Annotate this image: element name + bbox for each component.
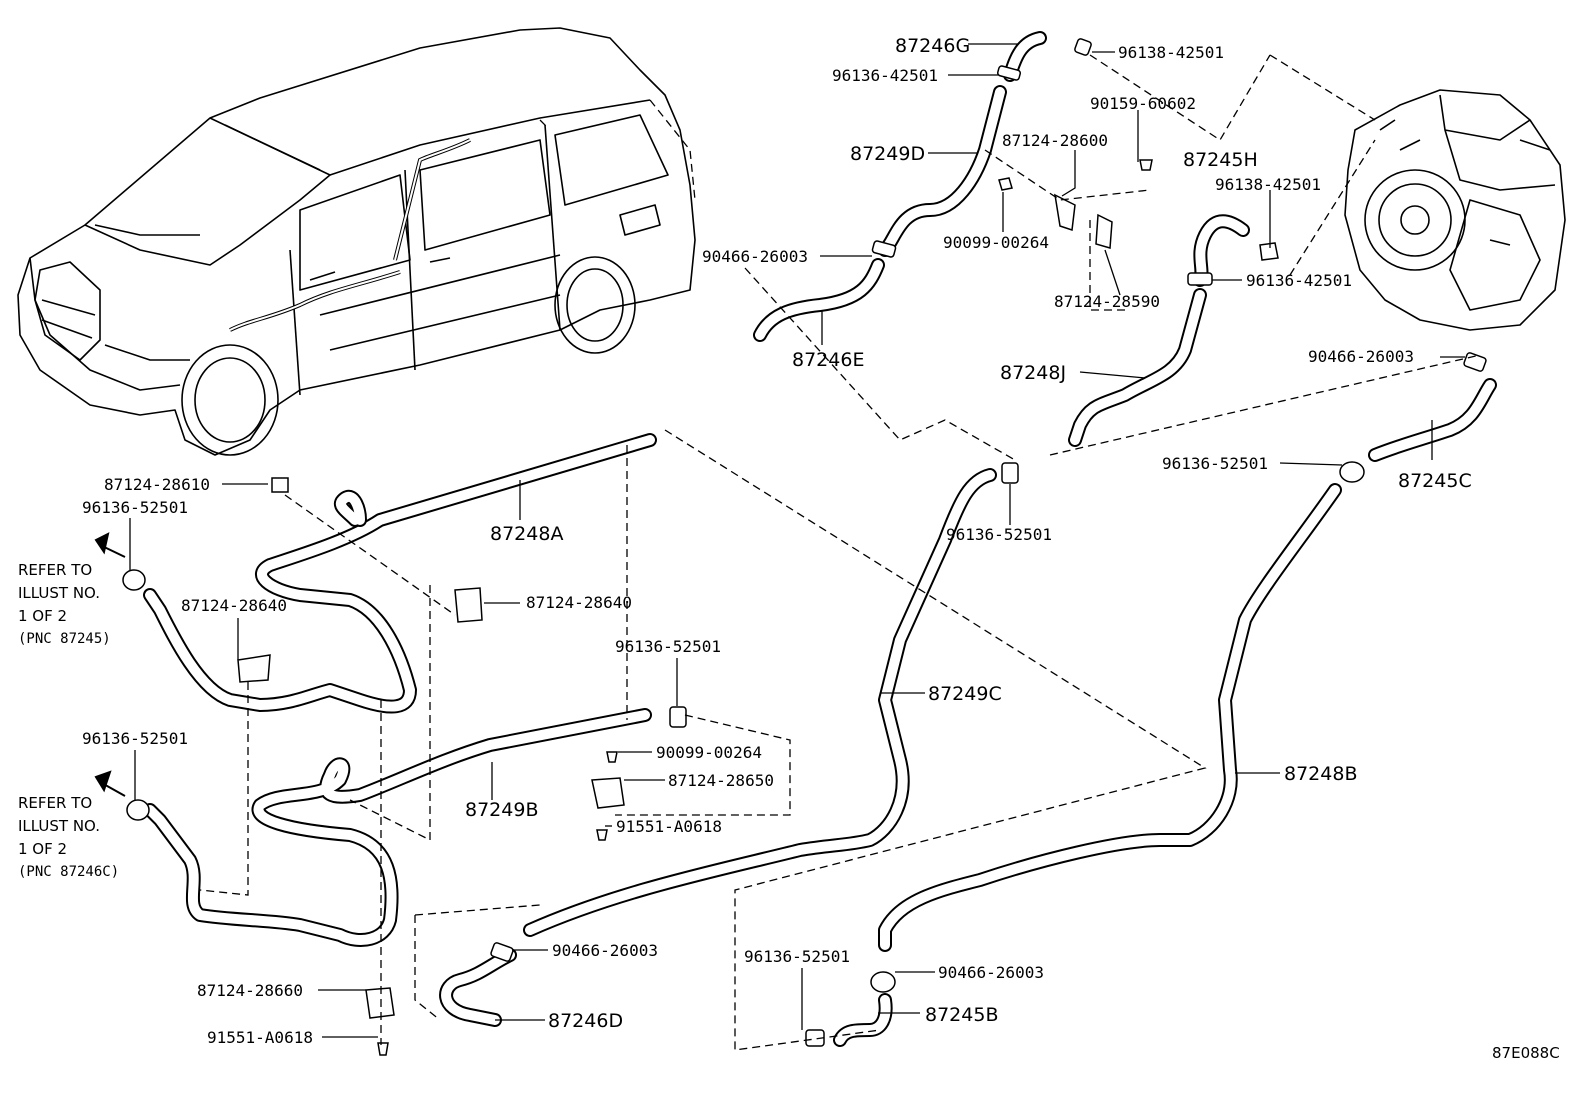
hose-87248J bbox=[1068, 288, 1207, 447]
label-87124-28590: 87124-28590 bbox=[1054, 292, 1160, 311]
clamp-96138-42501-a bbox=[1074, 38, 1092, 56]
label-96138-42501-a: 96138-42501 bbox=[1118, 43, 1224, 62]
bracket-87124-28640-a bbox=[237, 654, 271, 683]
bracket-87124-28600 bbox=[1054, 193, 1076, 232]
label-87245C: 87245C bbox=[1398, 470, 1472, 492]
bolt-90099-00264-b bbox=[606, 751, 618, 763]
label-87249B: 87249B bbox=[465, 799, 538, 821]
label-87124-28640-b: 87124-28640 bbox=[526, 593, 632, 612]
hose-87249D bbox=[878, 85, 1007, 257]
clamp-90466-26003-d bbox=[870, 971, 896, 993]
label-87124-28610: 87124-28610 bbox=[104, 475, 210, 494]
clamp-96136-52501-a bbox=[1339, 461, 1365, 483]
clamp-96136-42501-a bbox=[997, 65, 1021, 81]
label-96138-42501-b: 96138-42501 bbox=[1215, 175, 1321, 194]
label-87245H: 87245H bbox=[1183, 149, 1258, 171]
label-87249C: 87249C bbox=[928, 683, 1002, 705]
bolt-90159-60602 bbox=[1139, 159, 1153, 171]
hose-87249B bbox=[143, 708, 652, 947]
label-90099-00264-b: 90099-00264 bbox=[656, 743, 762, 762]
label-96136-52501-b: 96136-52501 bbox=[82, 498, 188, 517]
label-96136-52501-d: 96136-52501 bbox=[946, 525, 1052, 544]
label-87124-28650: 87124-28650 bbox=[668, 771, 774, 790]
label-87124-28660: 87124-28660 bbox=[197, 981, 303, 1000]
bracket-87124-28640-b bbox=[454, 587, 483, 623]
arrow-refer-2 bbox=[94, 770, 126, 797]
bolt-90099-00264-a bbox=[998, 177, 1013, 191]
refer-note-2-line2: ILLUST NO. bbox=[18, 817, 100, 835]
label-96136-52501-a: 96136-52501 bbox=[1162, 454, 1268, 473]
refer-note-2: REFER TO ILLUST NO. 1 OF 2 (PNC 87246C) bbox=[18, 794, 119, 880]
bracket-87124-28650 bbox=[591, 777, 625, 809]
label-96136-42501-b: 96136-42501 bbox=[1246, 271, 1352, 290]
label-87248J: 87248J bbox=[1000, 362, 1066, 384]
hose-87248B bbox=[878, 483, 1342, 952]
label-90466-26003-d: 90466-26003 bbox=[938, 963, 1044, 982]
hose-87245B bbox=[833, 993, 893, 1047]
refer-note-1-line1: REFER TO bbox=[18, 561, 92, 579]
refer-note-1: REFER TO ILLUST NO. 1 OF 2 (PNC 87245) bbox=[18, 561, 111, 647]
label-87248A: 87248A bbox=[490, 523, 563, 545]
clamp-90466-26003-b bbox=[1463, 352, 1487, 372]
label-96136-52501-f: 96136-52501 bbox=[744, 947, 850, 966]
bracket-87124-28590 bbox=[1095, 213, 1113, 249]
bracket-87124-28610 bbox=[271, 477, 289, 493]
label-87246E: 87246E bbox=[792, 349, 864, 371]
drawing-code: 87E088C bbox=[1492, 1044, 1560, 1062]
reference-dashed-lines bbox=[199, 54, 1481, 1051]
leader-lines bbox=[129, 43, 1465, 1038]
hvac-unit-illustration bbox=[1344, 89, 1566, 331]
label-90099-00264-a: 90099-00264 bbox=[943, 233, 1049, 252]
label-87246D: 87246D bbox=[548, 1010, 623, 1032]
clamp-96138-42501-b bbox=[1259, 242, 1279, 261]
clamp-96136-52501-e bbox=[126, 799, 150, 821]
label-87246G: 87246G bbox=[895, 35, 970, 57]
clamp-90466-26003-c bbox=[490, 942, 514, 962]
hose-87245H bbox=[1193, 214, 1250, 287]
clamp-90466-26003-a bbox=[871, 240, 897, 258]
label-87124-28600: 87124-28600 bbox=[1002, 131, 1108, 150]
hose-87246D bbox=[439, 948, 517, 1027]
refer-note-1-line3: 1 OF 2 bbox=[18, 607, 67, 625]
bracket-87124-28660 bbox=[365, 987, 395, 1019]
bolt-91551-a0618-a bbox=[596, 829, 608, 841]
vehicle-illustration bbox=[17, 27, 696, 456]
bolt-91551-a0618-b bbox=[377, 1042, 389, 1056]
clamp-96136-52501-d bbox=[1001, 462, 1019, 484]
label-96136-52501-e: 96136-52501 bbox=[82, 729, 188, 748]
label-90466-26003-c: 90466-26003 bbox=[552, 941, 658, 960]
label-90466-26003-a: 90466-26003 bbox=[702, 247, 808, 266]
label-87249D: 87249D bbox=[850, 143, 925, 165]
refer-note-2-line4: (PNC 87246C) bbox=[18, 864, 119, 880]
clamps-and-brackets bbox=[94, 38, 1487, 1056]
hose-87248A bbox=[143, 433, 657, 714]
label-87245B: 87245B bbox=[925, 1004, 998, 1026]
hose-87249C bbox=[523, 468, 997, 937]
arrow-refer-1 bbox=[94, 532, 126, 558]
part-labels: 87246G 96138-42501 96136-42501 90159-606… bbox=[82, 35, 1472, 1047]
label-91551-a0618-a: 91551-A0618 bbox=[616, 817, 722, 836]
label-96136-52501-c: 96136-52501 bbox=[615, 637, 721, 656]
clamp-96136-52501-b bbox=[122, 569, 146, 591]
label-90466-26003-b: 90466-26003 bbox=[1308, 347, 1414, 366]
hose-87245C bbox=[1368, 378, 1497, 462]
refer-note-1-line2: ILLUST NO. bbox=[18, 584, 100, 602]
clamp-96136-42501-b bbox=[1187, 272, 1213, 286]
label-96136-42501-a: 96136-42501 bbox=[832, 66, 938, 85]
label-87248B: 87248B bbox=[1284, 763, 1357, 785]
label-91551-a0618-b: 91551-A0618 bbox=[207, 1028, 313, 1047]
hose-87246E bbox=[753, 258, 885, 342]
label-87124-28640-a: 87124-28640 bbox=[181, 596, 287, 615]
clamp-96136-52501-c bbox=[669, 706, 687, 728]
label-90159-60602: 90159-60602 bbox=[1090, 94, 1196, 113]
refer-note-2-line3: 1 OF 2 bbox=[18, 840, 67, 858]
refer-note-1-line4: (PNC 87245) bbox=[18, 631, 111, 647]
refer-note-2-line1: REFER TO bbox=[18, 794, 92, 812]
